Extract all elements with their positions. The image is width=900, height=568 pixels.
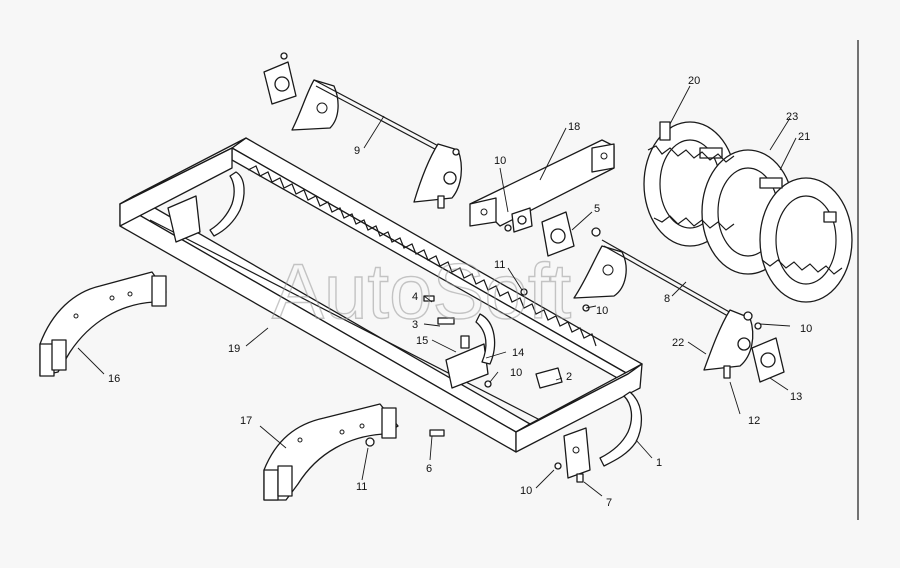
callout-20: 19 — [228, 343, 240, 355]
callout-21: 20 — [688, 75, 700, 87]
bearing-housing-center — [511, 207, 575, 257]
callout-1: 1 — [656, 457, 662, 469]
callout-14: 13 — [790, 391, 802, 403]
callout-7: 7 — [606, 497, 612, 509]
mount-plate-bottom — [554, 427, 591, 483]
callout-9: 9 — [354, 145, 360, 157]
callout-11-bottom: 11 — [356, 481, 367, 493]
callout-16: 15 — [416, 335, 428, 347]
clamp-assembly — [437, 313, 496, 389]
leader-lines — [77, 85, 797, 497]
tine-left — [209, 171, 245, 237]
callout-10-bottom: 10 — [520, 485, 532, 497]
callout-13: 12 — [748, 415, 760, 427]
callout-18: 17 — [240, 415, 252, 427]
bracket-19 — [469, 139, 615, 227]
callout-10-mid: 10 — [596, 305, 608, 317]
packer-wheels — [643, 121, 853, 303]
tine-right — [599, 391, 642, 467]
frame-bracket-left — [167, 195, 201, 243]
callout-10-center: 10 — [510, 367, 522, 379]
callout-19: 18 — [568, 121, 580, 133]
callout-4: 4 — [412, 291, 418, 303]
small-bracket — [535, 367, 563, 389]
callout-labels: 1 2 3 4 5 6 7 8 9 10 10 10 10 10 11 11 1… — [108, 75, 812, 509]
callout-10-top: 10 — [494, 155, 506, 167]
callout-5: 5 — [594, 203, 600, 215]
main-frame — [119, 137, 643, 453]
axle-assembly-top — [263, 52, 463, 209]
callout-24: 23 — [786, 111, 798, 123]
watermark-text: AutoSoft — [272, 247, 572, 335]
callout-3: 3 — [412, 319, 418, 331]
callout-2: 2 — [566, 371, 572, 383]
callout-12: 11 — [494, 259, 505, 271]
callout-8: 8 — [664, 293, 670, 305]
callout-22: 21 — [798, 131, 810, 143]
callout-17: 16 — [108, 373, 120, 385]
callout-10-right: 10 — [800, 323, 812, 335]
callout-23: 22 — [672, 337, 684, 349]
callout-6: 6 — [426, 463, 432, 475]
side-bracket-18 — [263, 403, 399, 501]
axle-assembly-right — [573, 227, 785, 383]
callout-15: 14 — [512, 347, 524, 359]
side-bracket-17 — [39, 271, 167, 377]
